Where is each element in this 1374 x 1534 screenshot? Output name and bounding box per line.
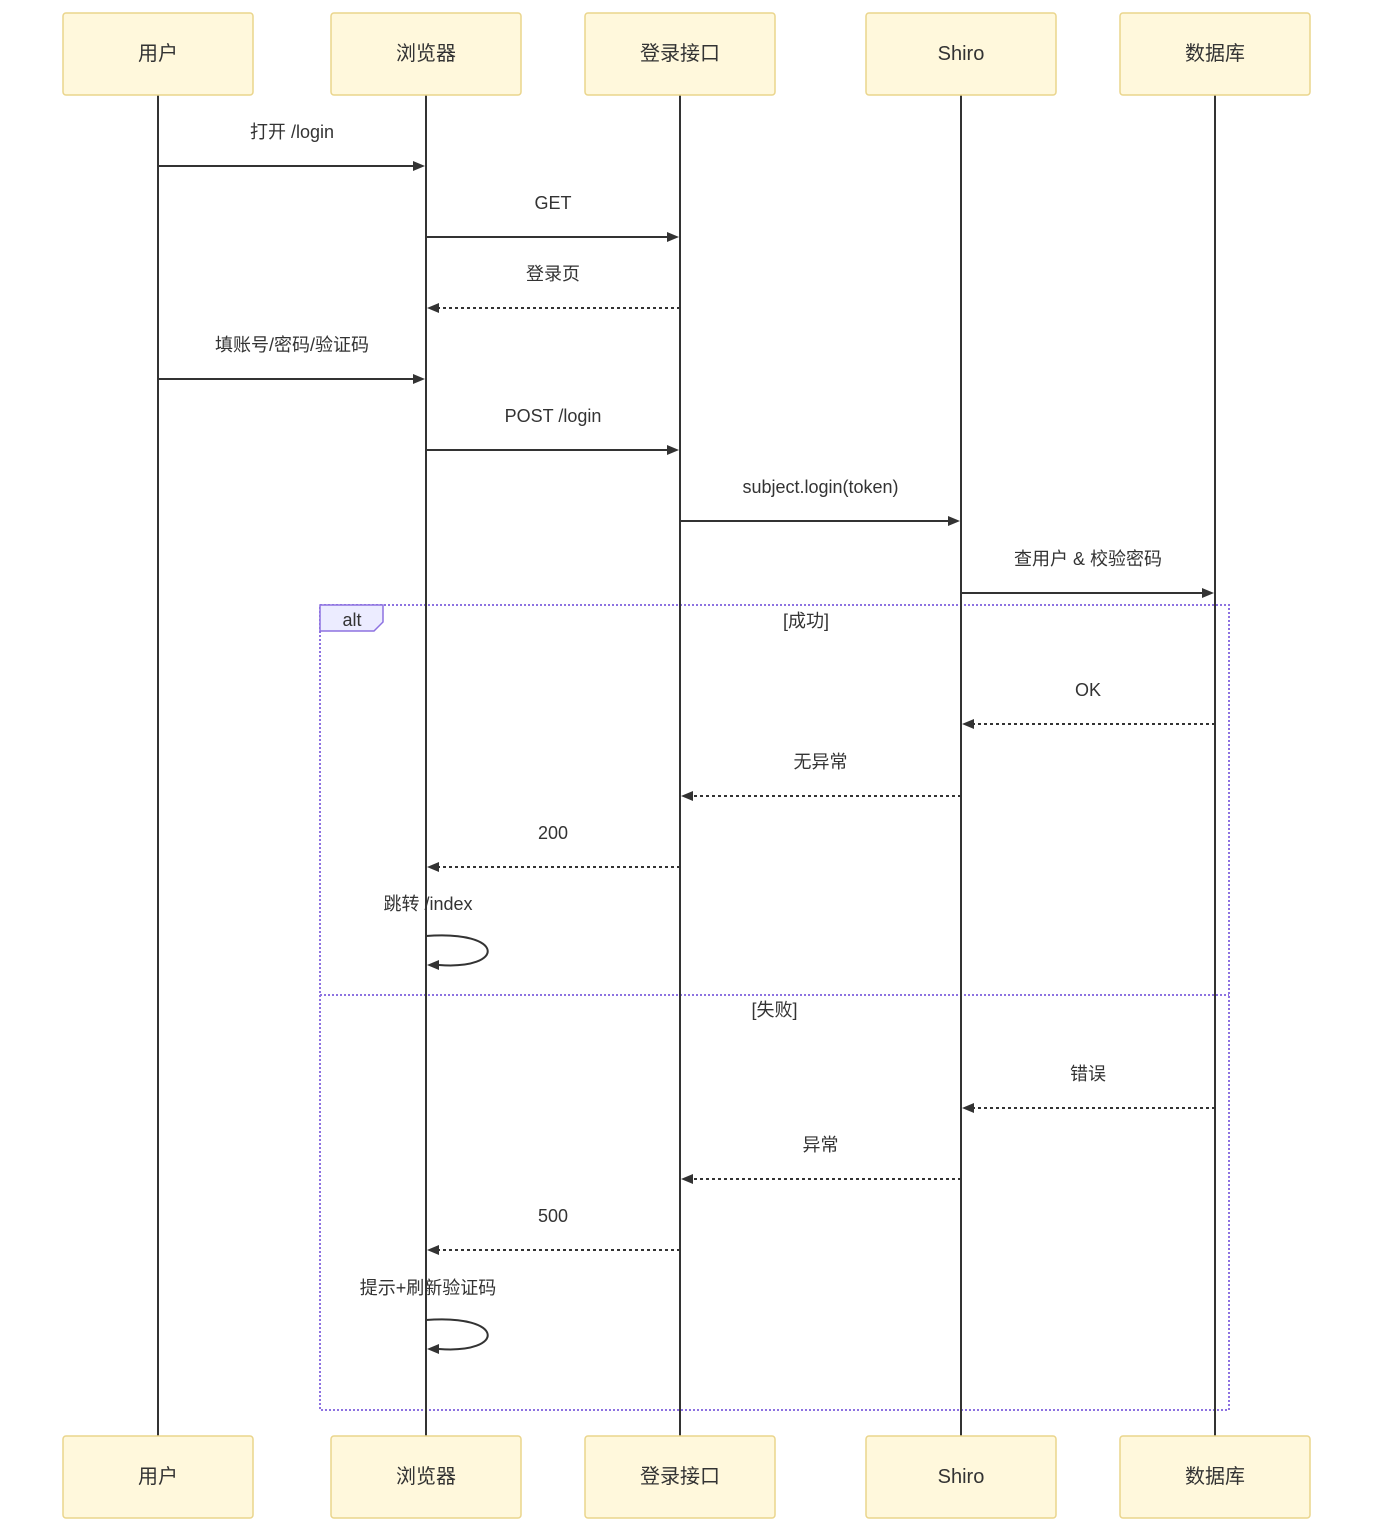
message-label: 提示+刷新验证码 (360, 1278, 497, 1298)
participant-box (62, 1435, 254, 1519)
message-label: 异常 (803, 1135, 839, 1155)
participant-bottom: 用户 (62, 1435, 254, 1519)
participant-label: 数据库 (1185, 1465, 1245, 1488)
message: 200 (427, 823, 680, 872)
message: subject.login(token) (680, 477, 960, 526)
participant-label: 登录接口 (640, 1465, 720, 1488)
participant-bottom: 登录接口 (584, 1435, 776, 1519)
message-label: 填账号/密码/验证码 (215, 335, 369, 355)
participant-label: 用户 (138, 1465, 178, 1488)
participant-label: Shiro (938, 1466, 985, 1488)
arrowhead (962, 1103, 974, 1113)
participant-bottom: Shiro (865, 1435, 1057, 1519)
message-label: 500 (538, 1206, 568, 1226)
lifelines (157, 95, 1216, 1436)
arrowhead (413, 161, 425, 171)
message-label: 登录页 (526, 264, 580, 284)
participant-top: Shiro (865, 12, 1057, 96)
participant-label: 登录接口 (640, 42, 720, 65)
message: 异常 (681, 1135, 961, 1184)
message-label: 200 (538, 823, 568, 843)
participant-label: Shiro (938, 43, 985, 65)
participant-label: 浏览器 (396, 1465, 456, 1488)
participant-box (62, 12, 254, 96)
message: OK (962, 680, 1215, 729)
participant-label: 数据库 (1185, 42, 1245, 65)
alt-condition: [成功] (783, 611, 829, 631)
arrowhead (427, 960, 439, 970)
arrowhead (427, 1245, 439, 1255)
message-label: 查用户 & 校验密码 (1014, 549, 1162, 569)
self-message: 提示+刷新验证码 (360, 1278, 497, 1354)
message-label: OK (1075, 680, 1101, 700)
self-message-loop (425, 1318, 489, 1351)
alt-keyword: alt (342, 610, 361, 630)
message: 打开 /login (158, 122, 425, 171)
participant-bottom: 数据库 (1119, 1435, 1311, 1519)
alt-block: alt [成功] [失败] (319, 604, 1230, 1411)
participant-label: 用户 (138, 42, 178, 65)
arrowhead (1202, 588, 1214, 598)
message: 查用户 & 校验密码 (961, 549, 1214, 598)
arrowhead (413, 374, 425, 384)
participant-bottom: 浏览器 (330, 1435, 522, 1519)
participant-top: 登录接口 (584, 12, 776, 96)
self-message-loop (425, 934, 489, 967)
message: 无异常 (681, 752, 961, 801)
message-label: subject.login(token) (742, 477, 898, 497)
arrowhead (681, 791, 693, 801)
arrowhead (948, 516, 960, 526)
arrowhead (681, 1174, 693, 1184)
alt-tab (319, 604, 384, 632)
message: 错误 (962, 1064, 1215, 1113)
arrowhead (667, 232, 679, 242)
message: 登录页 (427, 264, 680, 313)
message: POST /login (426, 406, 679, 455)
alt-condition: [失败] (751, 1000, 797, 1020)
arrowhead (427, 862, 439, 872)
participant-box (330, 12, 522, 96)
message-label: 错误 (1070, 1064, 1106, 1084)
message-label: GET (534, 193, 571, 213)
participant-label: 浏览器 (396, 42, 456, 65)
message: 500 (427, 1206, 680, 1255)
participant-top: 用户 (62, 12, 254, 96)
participant-top: 数据库 (1119, 12, 1311, 96)
arrowhead (427, 1344, 439, 1354)
message: GET (426, 193, 679, 242)
message-label: 跳转 /index (383, 894, 472, 914)
alt-frame (319, 604, 1230, 1411)
participant-top: 浏览器 (330, 12, 522, 96)
participant-box (1119, 12, 1311, 96)
message-label: 打开 /login (250, 122, 334, 142)
participant-box (584, 1435, 776, 1519)
participant-box (1119, 1435, 1311, 1519)
self-message: 跳转 /index (383, 894, 489, 970)
message: 填账号/密码/验证码 (158, 335, 425, 384)
arrowhead (962, 719, 974, 729)
arrowhead (427, 303, 439, 313)
participant-box (330, 1435, 522, 1519)
arrowhead (667, 445, 679, 455)
message-label: 无异常 (794, 752, 848, 772)
participant-box (865, 12, 1057, 96)
participant-box (584, 12, 776, 96)
message-label: POST /login (505, 406, 602, 426)
participant-box (865, 1435, 1057, 1519)
